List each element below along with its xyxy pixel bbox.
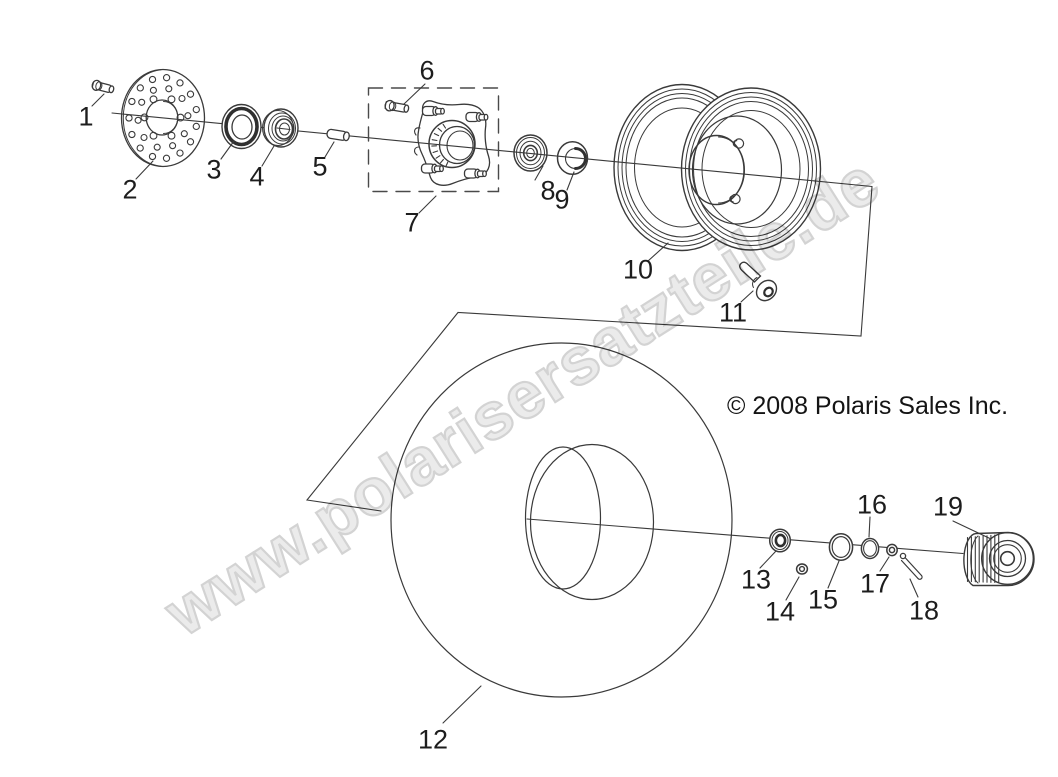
part-label-4: 4 — [249, 161, 265, 192]
part-label-11: 11 — [718, 297, 748, 328]
hub-stud — [465, 111, 489, 123]
hub-stud — [421, 105, 445, 117]
part-14-nut — [795, 563, 809, 575]
part-11-bolt — [739, 261, 778, 302]
hub-detail-dashed-box — [367, 87, 500, 193]
part-13-bushing — [768, 528, 792, 553]
part-label-13: 13 — [740, 564, 772, 595]
rim-lug-hole — [730, 193, 741, 205]
part-label-9: 9 — [554, 184, 570, 215]
part-18-cotter-pin — [899, 552, 923, 580]
part-label-5: 5 — [312, 151, 328, 182]
part-16-washer — [860, 537, 880, 560]
part-7-hub — [414, 100, 491, 186]
part-6-bolt — [384, 99, 410, 113]
part-10-rim — [613, 83, 822, 252]
part-label-14: 14 — [764, 596, 796, 627]
callout-pointer-lines — [91, 83, 992, 724]
part-15-washer — [828, 533, 854, 561]
assembly-plane-outline — [305, 185, 873, 512]
part-3-bearing — [221, 103, 262, 150]
part-12-tire — [390, 342, 733, 698]
part-label-19: 19 — [932, 491, 964, 522]
part-17-nut — [886, 543, 898, 557]
part-label-17: 17 — [859, 568, 891, 599]
part-label-18: 18 — [908, 595, 940, 626]
part-label-3: 3 — [206, 154, 222, 185]
part-label-10: 10 — [622, 254, 654, 285]
rim-lug-hole — [733, 138, 745, 149]
part-1-bolt — [91, 79, 115, 94]
part-4-seal — [262, 108, 299, 148]
copyright-text: © 2008 Polaris Sales Inc. — [727, 392, 1009, 420]
part-label-6: 6 — [419, 55, 435, 86]
part-5-spacer — [326, 128, 350, 142]
part-label-8: 8 — [540, 175, 556, 206]
part-label-15: 15 — [807, 584, 839, 615]
part-label-12: 12 — [417, 724, 449, 755]
part-19-dust-cap — [963, 531, 1035, 587]
part-label-2: 2 — [122, 174, 138, 205]
hub-stud — [463, 168, 487, 179]
part-label-1: 1 — [78, 101, 94, 132]
part-label-16: 16 — [856, 489, 888, 520]
hub-stud — [420, 163, 444, 174]
part-label-7: 7 — [404, 207, 420, 238]
